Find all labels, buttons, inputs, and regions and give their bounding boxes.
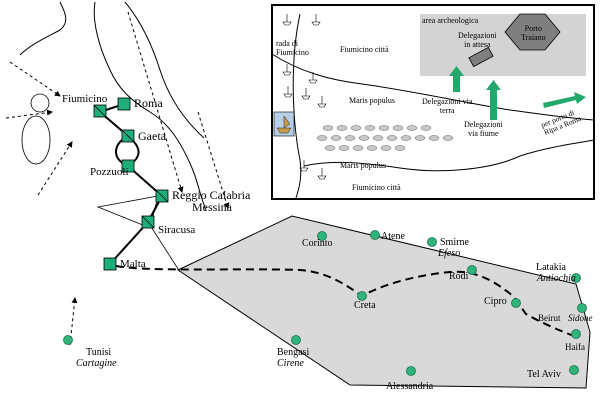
inset-label-porto-traiano: Porto Traiano bbox=[521, 24, 546, 42]
wind-arrows bbox=[5, 11, 230, 346]
delegations-waiting-box bbox=[468, 46, 494, 68]
island-corsica bbox=[30, 93, 50, 113]
label-antiochia: Antiochia bbox=[537, 273, 576, 284]
inset-river-upper-bank bbox=[271, 53, 595, 121]
label-tel-aviv: Tel Aviv bbox=[527, 369, 561, 380]
dot-bengasi bbox=[291, 335, 301, 345]
dot-smirne bbox=[427, 237, 437, 247]
dot-creta bbox=[357, 291, 367, 301]
node-roma bbox=[117, 97, 131, 111]
dot-beirut bbox=[577, 303, 587, 313]
dot-cipro bbox=[511, 298, 521, 308]
label-latakia: Latakia bbox=[536, 262, 566, 273]
label-messina: Messina bbox=[192, 200, 232, 214]
label-cartagine: Cartagine bbox=[76, 358, 117, 369]
node-malta bbox=[103, 257, 117, 271]
island-sardinia bbox=[21, 115, 51, 165]
label-gaeta: Gaeta bbox=[138, 129, 166, 143]
label-malta: Malta bbox=[120, 258, 146, 270]
label-pozzuoli: Pozzuoli bbox=[90, 166, 129, 178]
label-cipro: Cipro bbox=[484, 296, 507, 307]
label-bengasi: Bengasi bbox=[277, 347, 310, 358]
ionian-thin-line bbox=[147, 221, 181, 273]
inset-label-delegazioni-via-fiume: Delegazioni via fiume bbox=[464, 120, 503, 138]
italy-route-lines bbox=[99, 103, 163, 265]
dot-corinto bbox=[317, 231, 327, 241]
small-boats bbox=[282, 14, 327, 180]
arrow-to-ripa bbox=[543, 92, 586, 108]
label-sidone: Sidone bbox=[568, 313, 593, 323]
label-siracusa: Siracusa bbox=[158, 224, 196, 236]
label-efeso: Efeso bbox=[438, 248, 461, 259]
inset-label-area-archeologica: area archeologica bbox=[422, 16, 479, 25]
label-tunisi: Tunisi bbox=[86, 347, 112, 358]
dot-haifa bbox=[571, 329, 581, 339]
dot-atene bbox=[370, 230, 380, 240]
inset-area-archeologica bbox=[420, 14, 586, 76]
inset-label-fiumicino-citta-top: Fiumicino città bbox=[340, 45, 389, 54]
label-reggio-calabria: Reggio Calabria bbox=[172, 188, 251, 202]
label-atene: Atene bbox=[381, 231, 405, 242]
inset-fiumicino bbox=[271, 4, 595, 200]
porto-traiano-hexagon bbox=[504, 13, 561, 51]
arrow-via-fiume bbox=[486, 80, 501, 120]
inset-label-delegazioni-via-terra: Delegazioni via terra bbox=[422, 97, 473, 115]
dot-tel-aviv bbox=[569, 365, 579, 375]
eastern-mediterranean-area bbox=[176, 215, 591, 389]
dot-latakia bbox=[571, 273, 581, 283]
dot-alessandria bbox=[406, 366, 416, 376]
label-smirne: Smirne bbox=[440, 237, 469, 248]
inset-label-maris-populus-bottom: Maris populus bbox=[340, 161, 386, 170]
italy-coastline bbox=[19, 1, 207, 211]
label-haifa: Haifa bbox=[565, 342, 585, 352]
river-boats bbox=[316, 125, 454, 151]
inset-label-rada-di-fiumicino: rada di Fiumicino bbox=[276, 39, 309, 57]
inset-green-arrows bbox=[449, 66, 586, 120]
inset-label-fiumicino-citta-bottom: Fiumicino città bbox=[352, 183, 401, 192]
inset-river-lower-bank bbox=[303, 139, 595, 172]
dot-tunisi bbox=[63, 335, 73, 345]
arrow-via-terra bbox=[449, 66, 464, 92]
inset-label-delegazioni-in-attesa: Delegazioni in attesa bbox=[458, 31, 497, 49]
voyage-route bbox=[115, 265, 575, 337]
label-fiumicino: Fiumicino bbox=[62, 93, 108, 105]
inset-label-maris-populus-top: Maris populus bbox=[349, 96, 395, 105]
label-cirene: Cirene bbox=[277, 358, 304, 369]
label-beirut: Beirut bbox=[538, 313, 561, 323]
dot-rodi bbox=[467, 265, 477, 275]
label-rodi: Rodi bbox=[449, 271, 469, 282]
label-alessandria: Alessandria bbox=[386, 381, 434, 392]
label-corinto: Corinto bbox=[302, 238, 333, 249]
label-creta: Creta bbox=[354, 300, 376, 311]
inset-left-coast bbox=[292, 13, 302, 199]
node-pozzuoli bbox=[121, 159, 135, 173]
label-roma: Roma bbox=[134, 96, 163, 110]
